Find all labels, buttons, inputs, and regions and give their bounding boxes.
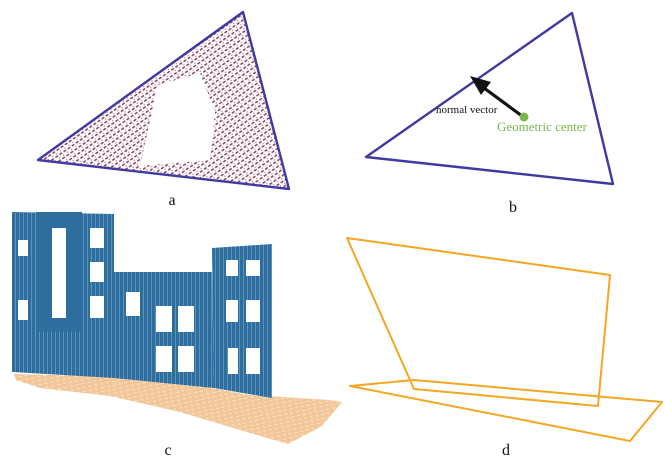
panel-b-label: b [509, 199, 517, 216]
panel-d [346, 237, 663, 442]
arch-gap [52, 228, 66, 318]
outline-ground-plane [349, 379, 663, 442]
normal-vector-label: normal vector [436, 104, 498, 116]
panel-c: c [12, 212, 342, 459]
panel-a: a [36, 10, 291, 209]
outline-vertical-plane [346, 237, 611, 407]
normal-vector-arrowhead [470, 76, 491, 95]
normal-vector-shaft [482, 86, 524, 118]
panel-a-label: a [168, 192, 175, 209]
window-cutouts [18, 228, 260, 374]
panel-c-label: c [164, 442, 171, 459]
triangle-boundary [36, 10, 291, 191]
point-cloud-fill [38, 12, 289, 189]
panel-b: normal vector Geometric center b [364, 11, 615, 216]
triangle-outline [364, 11, 615, 186]
panel-d-label: d [502, 442, 510, 459]
geometric-center-dot [519, 112, 529, 122]
ground-points [14, 374, 342, 444]
geometric-center-label: Geometric center [497, 119, 588, 134]
building-right [212, 244, 272, 398]
